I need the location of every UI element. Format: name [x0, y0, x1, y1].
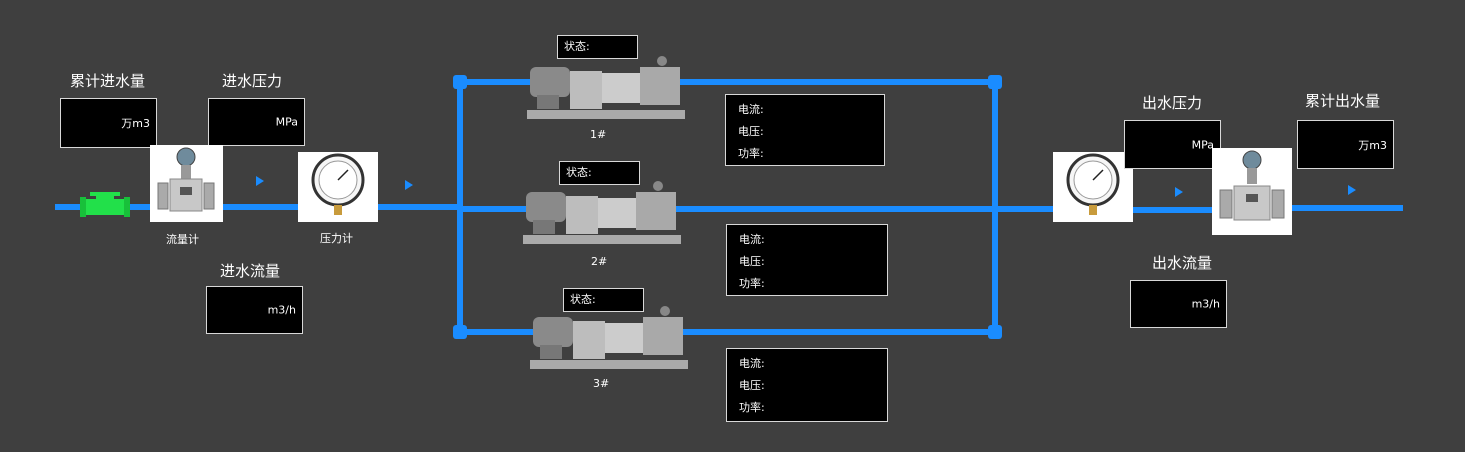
- pump2-voltage-label: 电压:: [739, 255, 765, 268]
- pump2-status-box: 状态:: [559, 161, 640, 185]
- outlet-flow-title: 出水流量: [1152, 254, 1213, 272]
- flowmeter-icon: [150, 145, 223, 222]
- outlet-total-title: 累计出水量: [1305, 92, 1381, 110]
- pump2-current-label: 电流:: [739, 233, 765, 246]
- flow-arrow-icon: [405, 180, 413, 190]
- outlet-pressure-value-box: MPa: [1124, 120, 1221, 169]
- pump3-name: 3#: [593, 377, 610, 390]
- flow-arrow-icon: [1348, 185, 1356, 195]
- outlet-flow-value-box: m3/h: [1130, 280, 1227, 328]
- pump2-name: 2#: [591, 255, 608, 268]
- pump1-status-box: 状态:: [557, 35, 638, 59]
- outlet-flowmeter-icon: [1212, 148, 1292, 235]
- pump3-icon: [530, 306, 688, 369]
- pump2-power-label: 功率:: [739, 277, 765, 290]
- pump1-voltage-label: 电压:: [738, 125, 764, 138]
- outlet-total-unit: 万m3: [1358, 138, 1387, 152]
- pump3-current-label: 电流:: [739, 357, 765, 370]
- outlet-flow-unit: m3/h: [1191, 297, 1220, 311]
- inlet-pressure-title: 进水压力: [222, 72, 283, 90]
- inlet-flow-title: 进水流量: [220, 262, 281, 280]
- pressure-gauge-icon: [298, 152, 378, 222]
- flow-arrow-icon: [1175, 187, 1183, 197]
- pump1-icon: [527, 56, 685, 119]
- inlet-total-unit: 万m3: [121, 117, 150, 130]
- outlet-pressure-unit: MPa: [1191, 138, 1214, 151]
- outlet-pressure-gauge-icon: [1053, 152, 1133, 222]
- inlet-total-value-box: 万m3: [60, 98, 157, 148]
- pump1-current-label: 电流:: [738, 103, 764, 116]
- outlet-pressure-title: 出水压力: [1142, 94, 1203, 112]
- pump1-name: 1#: [590, 128, 607, 141]
- flow-arrow-icon: [256, 176, 264, 186]
- pump1-power-label: 功率:: [738, 147, 764, 160]
- inlet-flow-value-box: m3/h: [206, 286, 303, 334]
- inlet-pressure-unit: MPa: [275, 115, 298, 129]
- inlet-flow-unit: m3/h: [267, 303, 296, 317]
- inlet-pressure-value-box: MPa: [208, 98, 305, 146]
- pump3-status-box: 状态:: [563, 288, 644, 312]
- pump1-electrical-box: 电流: 电压: 功率:: [725, 94, 885, 166]
- gauge-caption: 压力计: [320, 232, 353, 245]
- pump3-electrical-box: 电流: 电压: 功率:: [726, 348, 888, 422]
- inlet-total-title: 累计进水量: [70, 72, 146, 90]
- pump3-power-label: 功率:: [739, 401, 765, 414]
- pump2-electrical-box: 电流: 电压: 功率:: [726, 224, 888, 296]
- valve-icon: [80, 192, 130, 217]
- pump2-icon: [523, 181, 681, 244]
- flowmeter-caption: 流量计: [166, 233, 199, 246]
- outlet-total-value-box: 万m3: [1297, 120, 1394, 169]
- pump3-voltage-label: 电压:: [739, 379, 765, 392]
